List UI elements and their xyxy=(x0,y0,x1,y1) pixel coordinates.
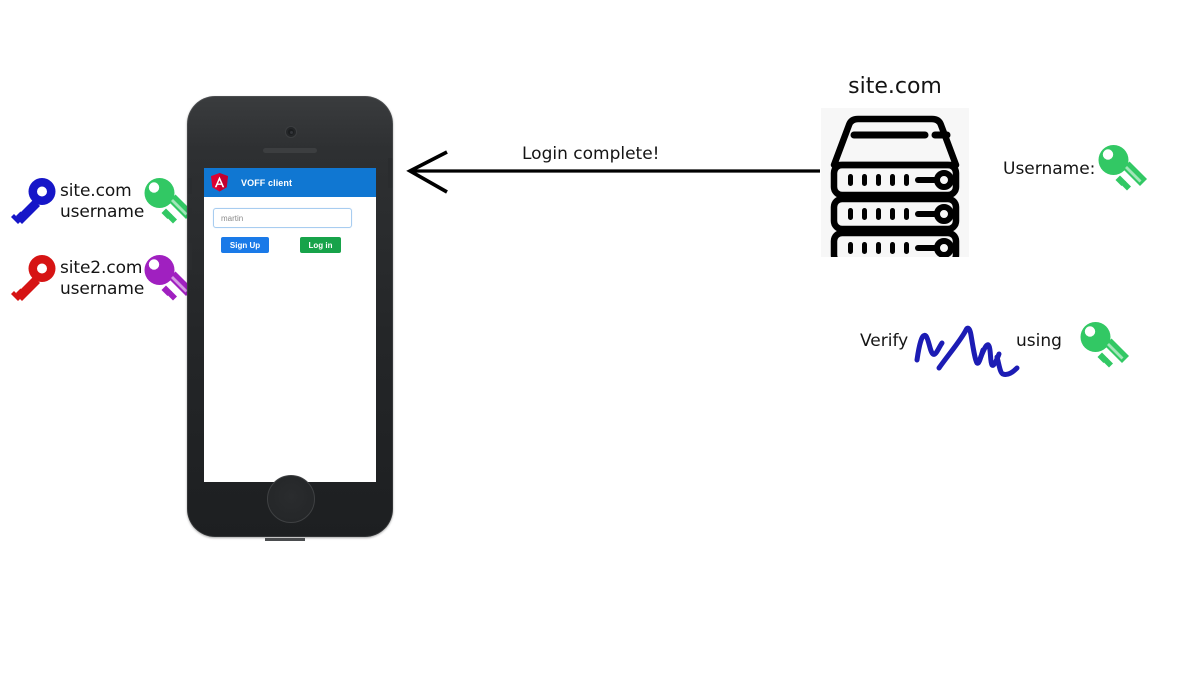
silence-switch[interactable] xyxy=(187,178,192,194)
verify-prefix-label: Verify xyxy=(860,331,909,351)
credential-row-site1: site.com username xyxy=(8,176,194,228)
app-bar: VOFF client xyxy=(204,168,376,197)
server-rack-icon xyxy=(830,115,960,267)
phone-device: VOFF client martin Sign Up Log in xyxy=(183,96,397,541)
credential-label: site.com username xyxy=(60,181,145,222)
volume-down-button[interactable] xyxy=(187,243,192,270)
credential-label: site2.com username xyxy=(60,258,145,299)
volume-up-button[interactable] xyxy=(187,208,192,235)
auth-button-row: Sign Up Log in xyxy=(221,237,368,253)
speaker-grille-icon xyxy=(263,148,317,153)
username-label: Username: xyxy=(1003,159,1096,179)
login-complete-arrow xyxy=(406,150,820,194)
power-button[interactable] xyxy=(388,158,393,188)
arrow-label: Login complete! xyxy=(522,144,660,164)
angular-logo-icon xyxy=(211,173,228,192)
app-content: martin Sign Up Log in xyxy=(204,197,376,253)
key-icon xyxy=(11,255,56,301)
phone-body: VOFF client martin Sign Up Log in xyxy=(187,96,393,537)
server-title: site.com xyxy=(848,74,942,99)
antenna-band-bottom xyxy=(265,538,305,541)
log-in-button[interactable]: Log in xyxy=(300,237,341,253)
username-input[interactable]: martin xyxy=(213,208,352,228)
sign-up-button[interactable]: Sign Up xyxy=(221,237,269,253)
key-icon xyxy=(1098,145,1147,191)
phone-screen: VOFF client martin Sign Up Log in xyxy=(204,168,376,482)
verify-suffix-label: using xyxy=(1016,331,1062,351)
camera-icon xyxy=(285,126,297,138)
signature-icon xyxy=(914,325,1020,377)
home-button-icon[interactable] xyxy=(267,475,315,523)
credential-row-site2: site2.com username xyxy=(8,253,194,305)
key-icon xyxy=(11,178,56,224)
app-bar-title: VOFF client xyxy=(241,177,293,188)
server-icon-container xyxy=(821,108,969,267)
key-icon xyxy=(1080,322,1129,368)
